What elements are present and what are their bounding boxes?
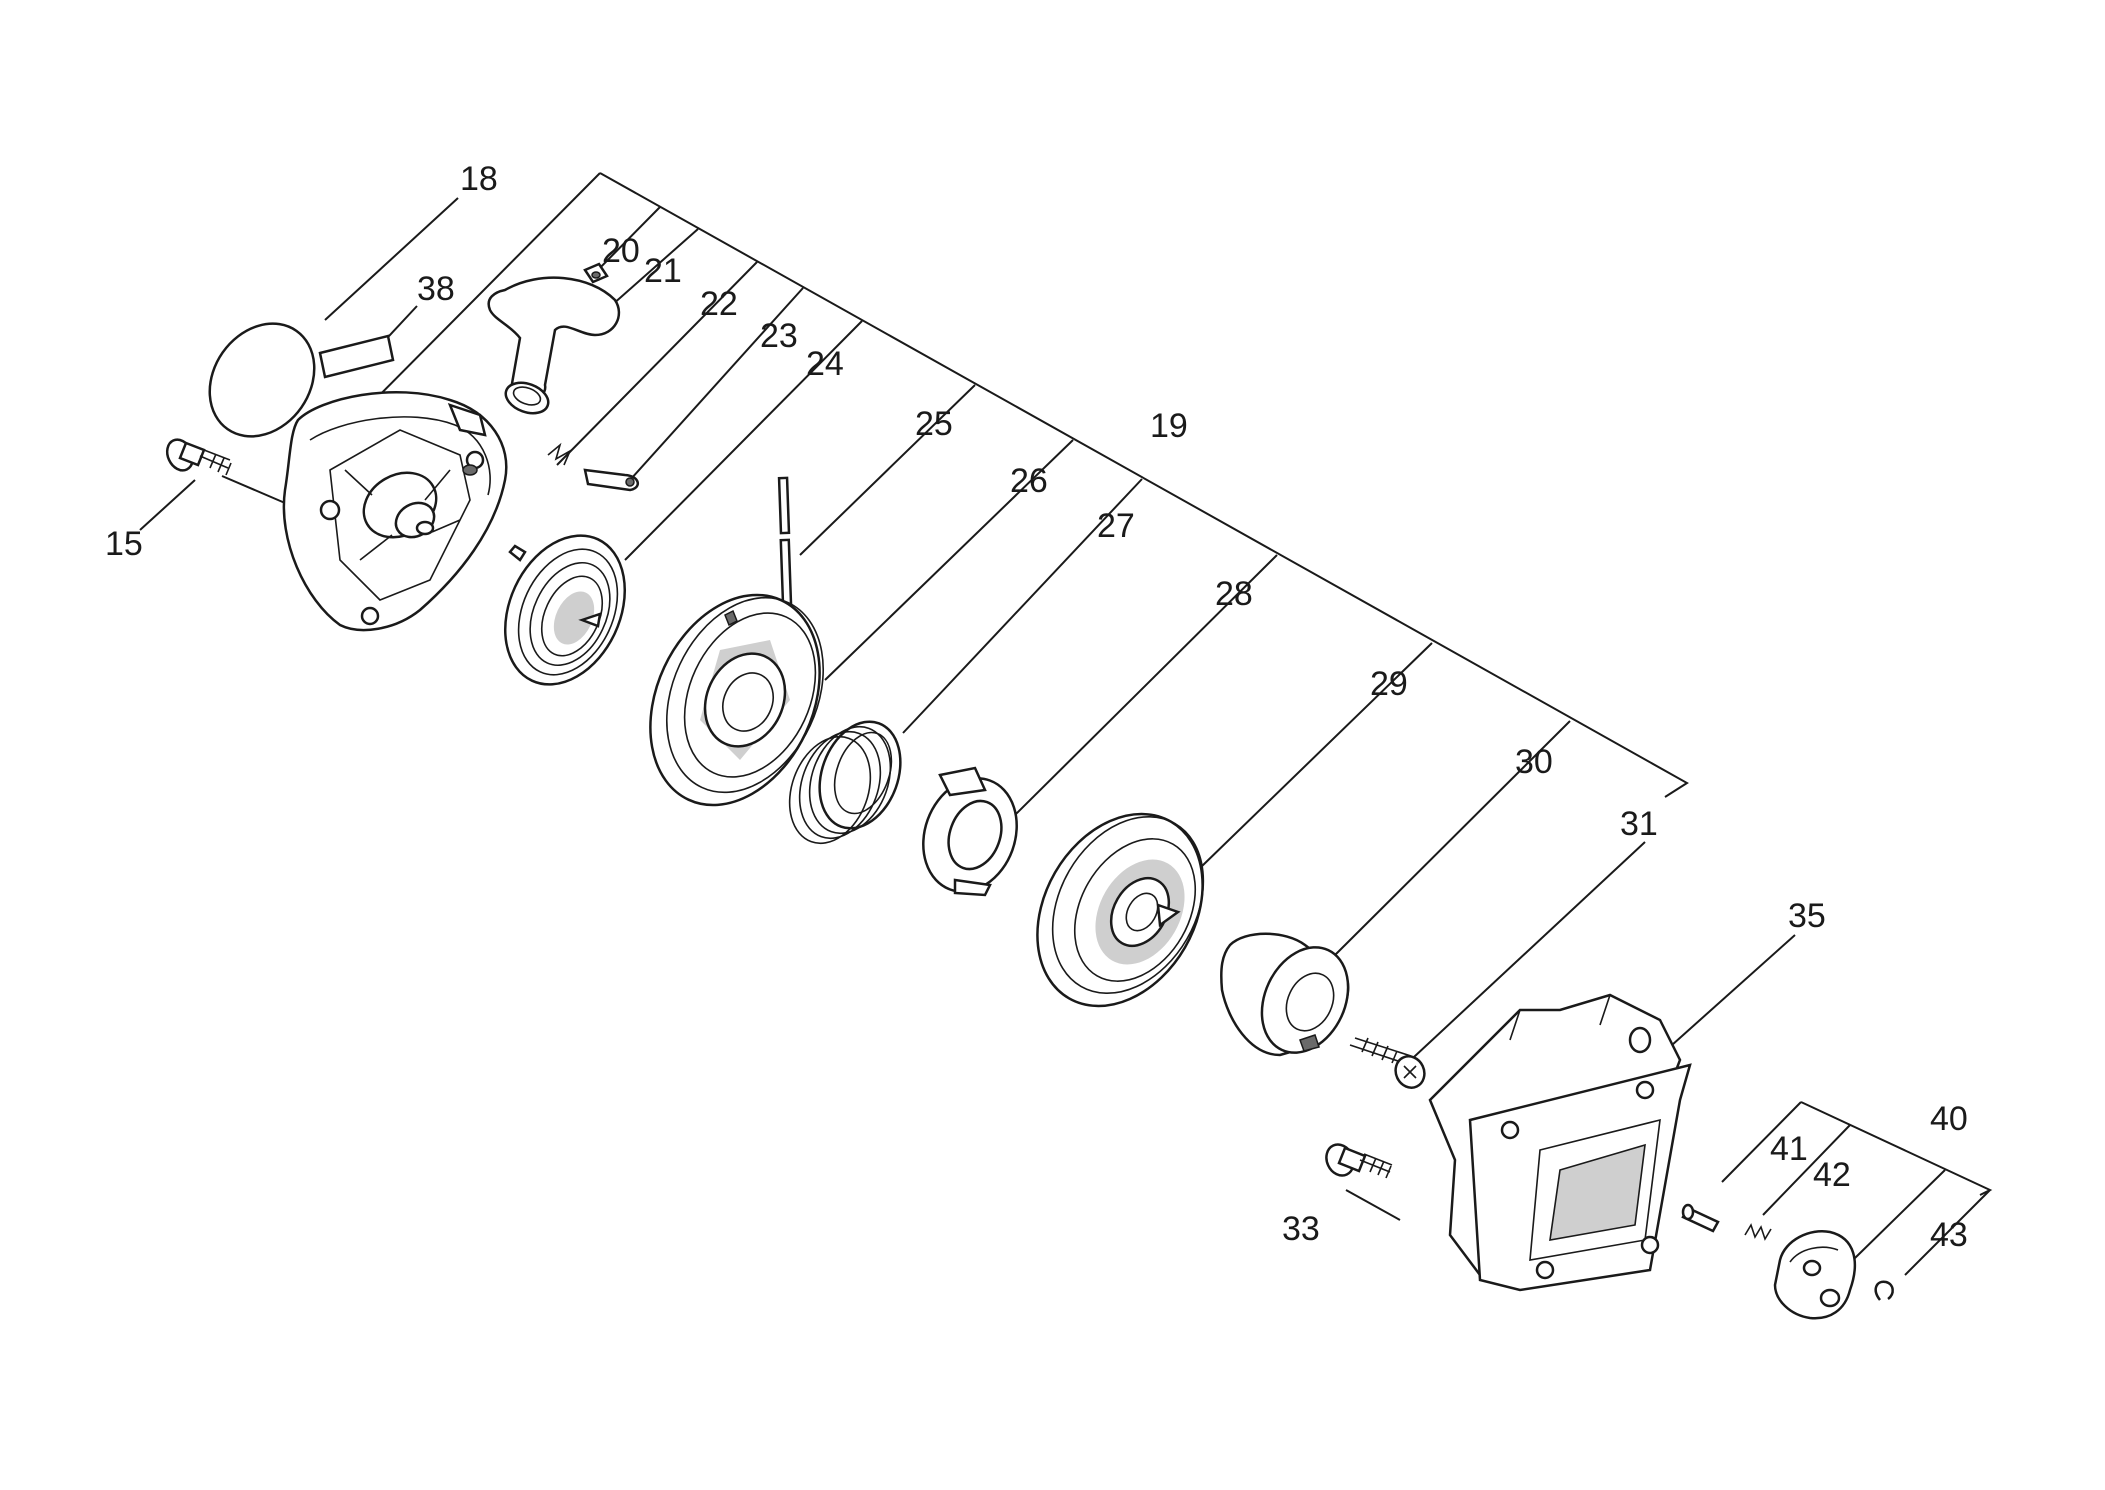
part-30-hub (1220, 932, 1350, 1057)
leader-lines (139, 172, 1993, 1276)
part-20-insert (583, 262, 609, 284)
callout-22: 22 (700, 285, 738, 323)
part-15-screw (165, 438, 232, 476)
part-22-spring (547, 442, 572, 466)
parts (165, 262, 1894, 1320)
callout-31: 31 (1620, 805, 1658, 843)
callout-27: 27 (1097, 507, 1135, 545)
callout-15: 15 (105, 525, 143, 563)
callout-28: 28 (1215, 575, 1253, 613)
callout-43: 43 (1930, 1216, 1968, 1254)
callout-23: 23 (760, 317, 798, 355)
part-24-recoil-spring (503, 534, 627, 686)
part-38-label (318, 334, 395, 379)
callout-40: 40 (1930, 1100, 1968, 1138)
callout-42: 42 (1813, 1156, 1851, 1194)
callout-labels: 15 18 38 20 21 22 23 24 25 19 26 27 28 2… (105, 160, 1968, 1254)
callout-24: 24 (806, 345, 844, 383)
callout-38: 38 (417, 270, 455, 308)
part-26-pulley (649, 593, 825, 807)
callout-20: 20 (602, 232, 640, 270)
part-starter-housing (282, 390, 508, 632)
part-27-spring (788, 720, 902, 845)
part-25-pin (777, 476, 793, 612)
part-33-screw (1325, 1143, 1393, 1179)
part-31-screw (1349, 1037, 1426, 1089)
part-28-ratchet (922, 766, 1018, 897)
callout-19: 19 (1150, 407, 1188, 445)
part-42-spring (1744, 1223, 1772, 1241)
part-29-drum (1036, 812, 1205, 1008)
callout-41: 41 (1770, 1130, 1808, 1168)
callout-18: 18 (460, 160, 498, 198)
part-41-pin (1681, 1203, 1720, 1233)
callout-30: 30 (1515, 743, 1553, 781)
callout-35: 35 (1788, 897, 1826, 935)
part-40-pawl (1773, 1230, 1857, 1320)
part-23-pawl (583, 468, 639, 492)
part-43-clip (1874, 1280, 1894, 1301)
part-35-cover (1428, 993, 1692, 1292)
callout-33: 33 (1282, 1210, 1320, 1248)
part-18-gasket (208, 322, 316, 438)
part-21-handle (487, 276, 621, 415)
